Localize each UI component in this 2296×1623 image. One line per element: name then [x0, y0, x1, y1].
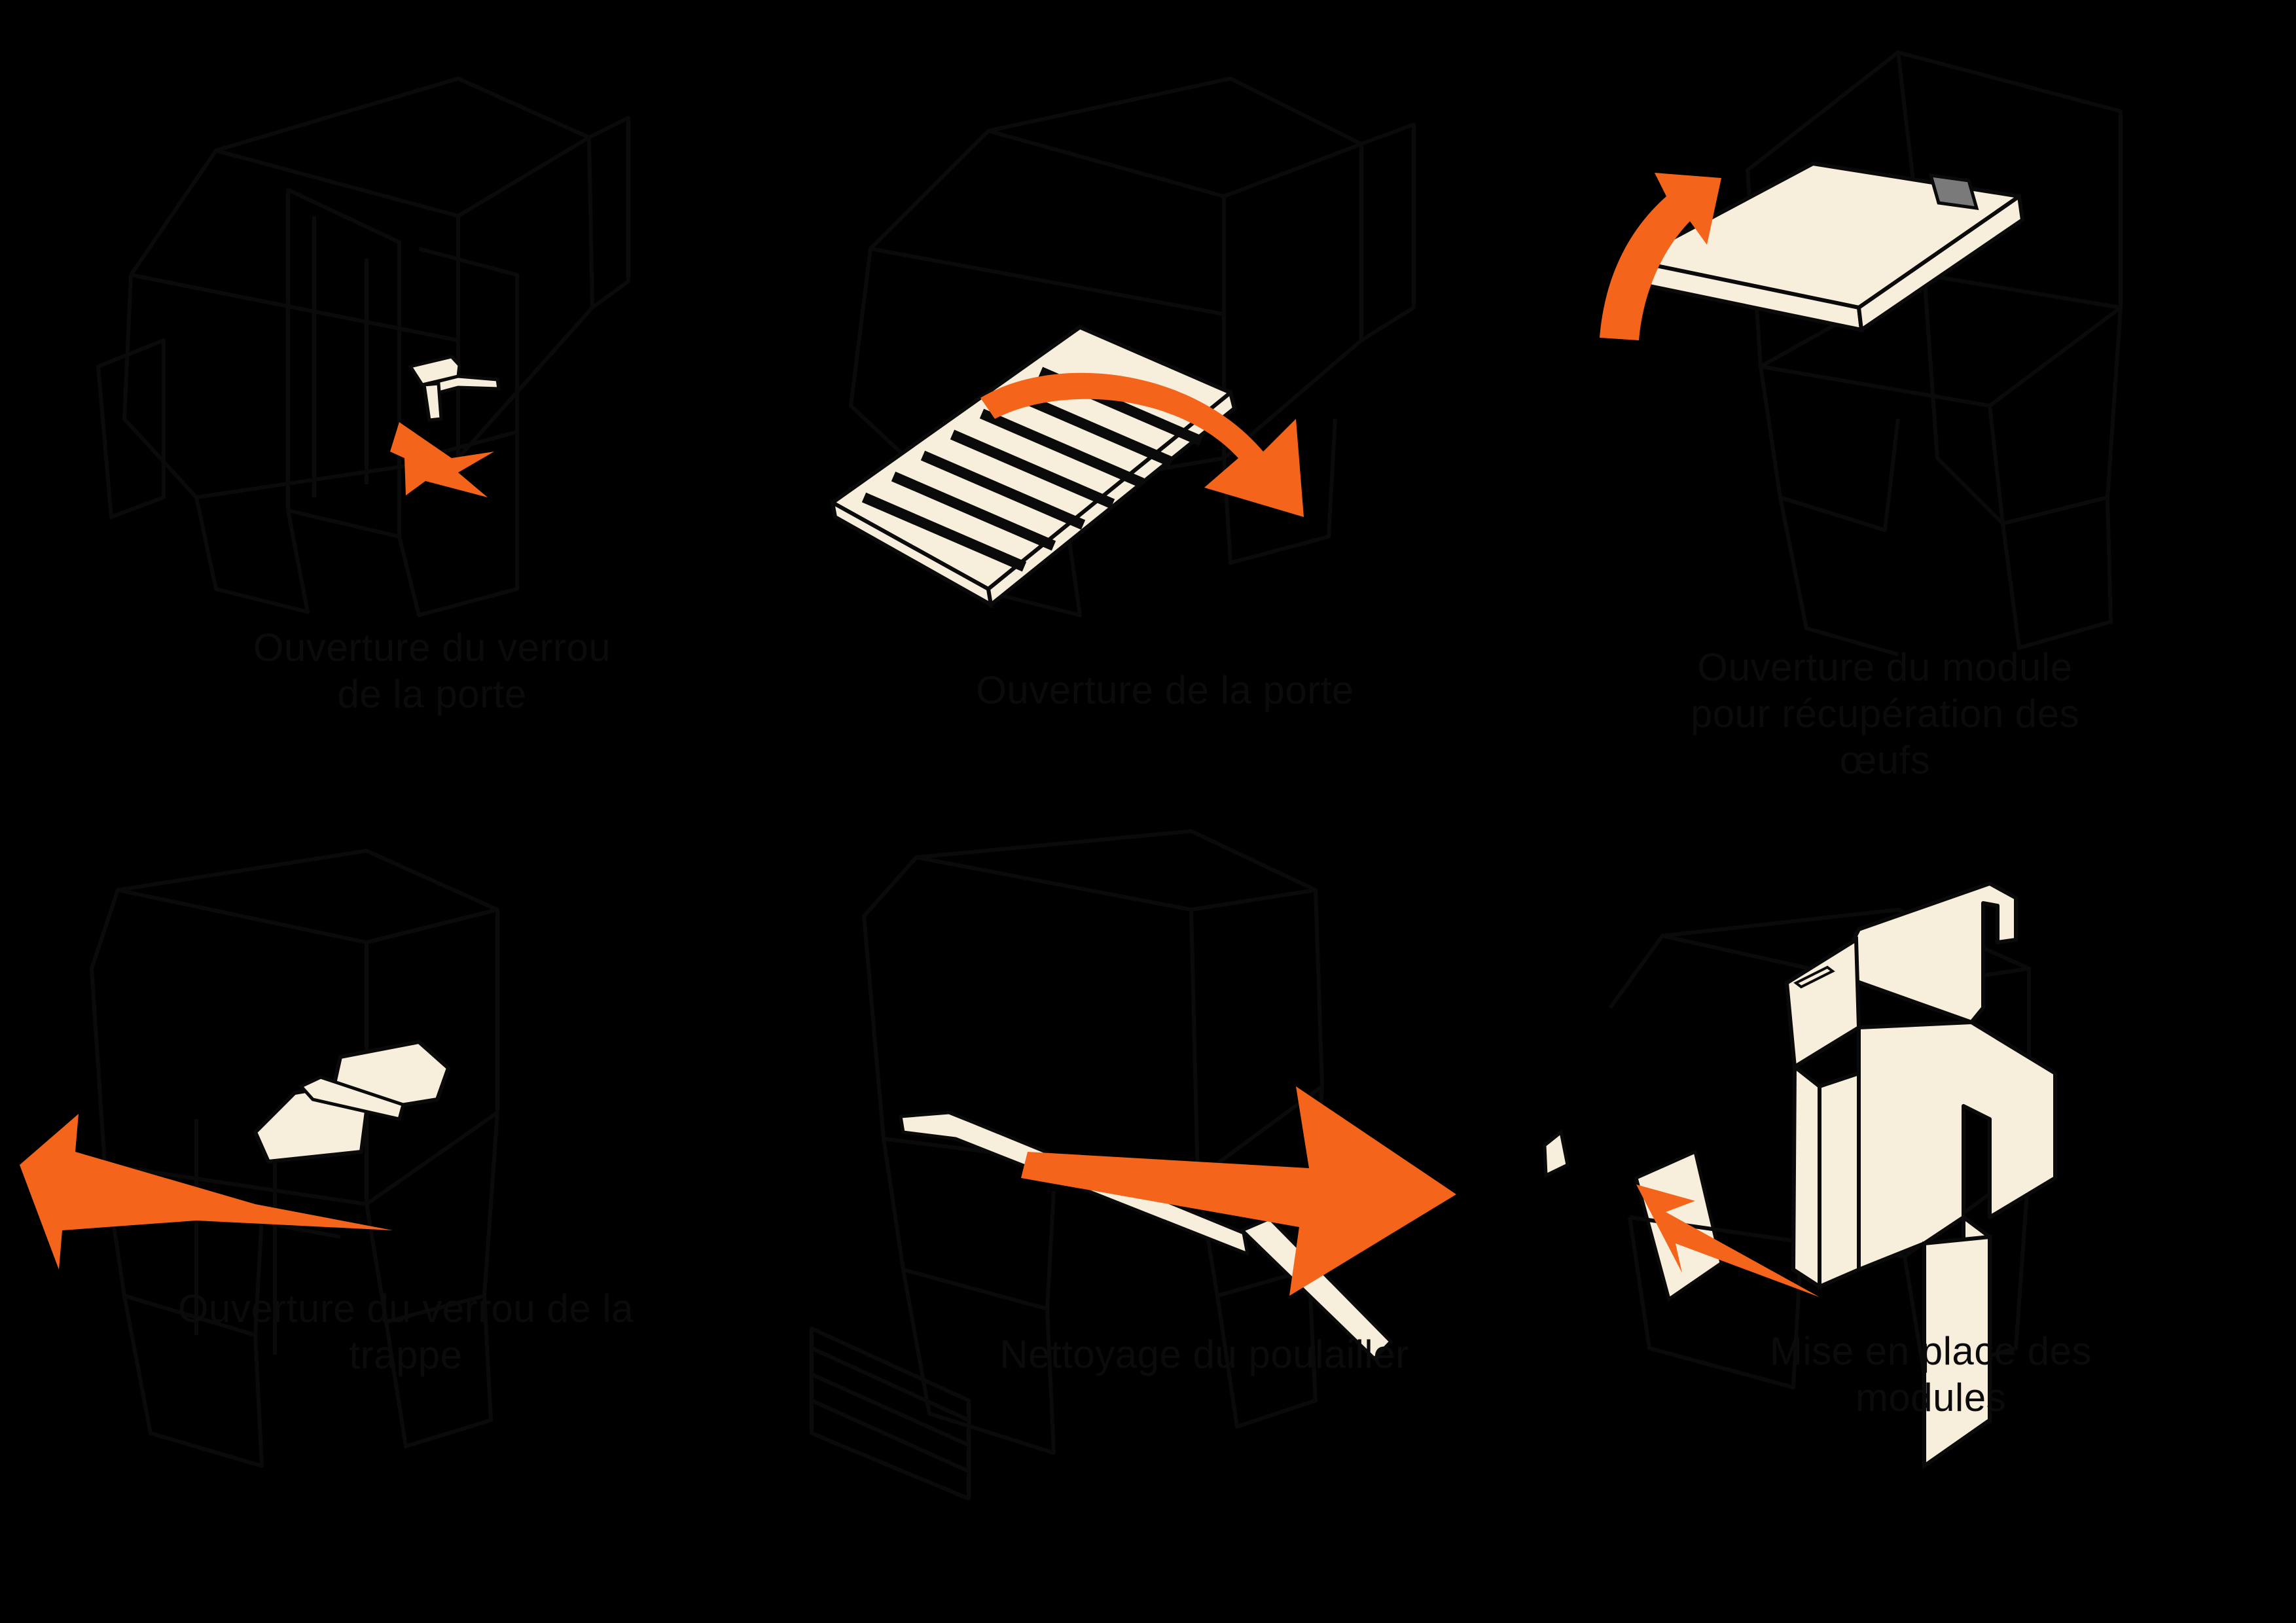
- arrow-curved-down-right: [980, 372, 1304, 517]
- panel-4-illustration: [0, 812, 772, 1518]
- caption-line: Ouverture de la porte: [976, 668, 1354, 712]
- panel-5-illustration: [772, 812, 1723, 1544]
- nesting-module-highlight: [1784, 882, 2057, 1470]
- panel-1-illustration: [0, 0, 772, 654]
- caption-line: Ouverture du verrou: [253, 626, 611, 669]
- door-latch-highlight: [407, 355, 501, 422]
- caption-line: Nettoyage du poulailler: [999, 1332, 1409, 1376]
- caption-line: pour récupération des: [1690, 691, 2080, 736]
- caption-line: trappe: [349, 1332, 463, 1377]
- panel-6-illustration: [1532, 812, 2296, 1544]
- panel-1-caption: Ouverture du verrou de la porte: [118, 625, 746, 718]
- panel-3-illustration: [1532, 0, 2296, 656]
- caption-line: modules: [1855, 1375, 2007, 1419]
- arrow-curved-up: [1600, 173, 1721, 340]
- caption-line: Ouverture du module: [1697, 645, 2073, 689]
- panel-6-caption: Mise en place des modules: [1617, 1329, 2245, 1421]
- egg-module-lid-highlight: [1628, 162, 2025, 334]
- panel-3-caption: Ouverture du module pour récupération de…: [1571, 645, 2199, 783]
- panel-4-caption: Ouverture du verrou de la trappe: [92, 1286, 720, 1379]
- panel-2-illustration: [772, 0, 1545, 687]
- caption-line: Ouverture du verrou de la: [177, 1287, 634, 1330]
- caption-line: Mise en place des: [1769, 1329, 2092, 1373]
- panel-5-caption: Nettoyage du poulailler: [890, 1332, 1518, 1378]
- caption-line: œufs: [1839, 738, 1931, 782]
- module-fragment: [1543, 1129, 1570, 1178]
- arrow-left: [390, 422, 494, 497]
- panel-2-caption: Ouverture de la porte: [851, 668, 1479, 714]
- hatch-latch-highlight: [253, 1040, 450, 1164]
- arrow-right: [1021, 1086, 1456, 1296]
- arrow-up-left: [1636, 1185, 1820, 1297]
- caption-line: de la porte: [337, 671, 527, 716]
- arrow-left: [20, 1114, 393, 1270]
